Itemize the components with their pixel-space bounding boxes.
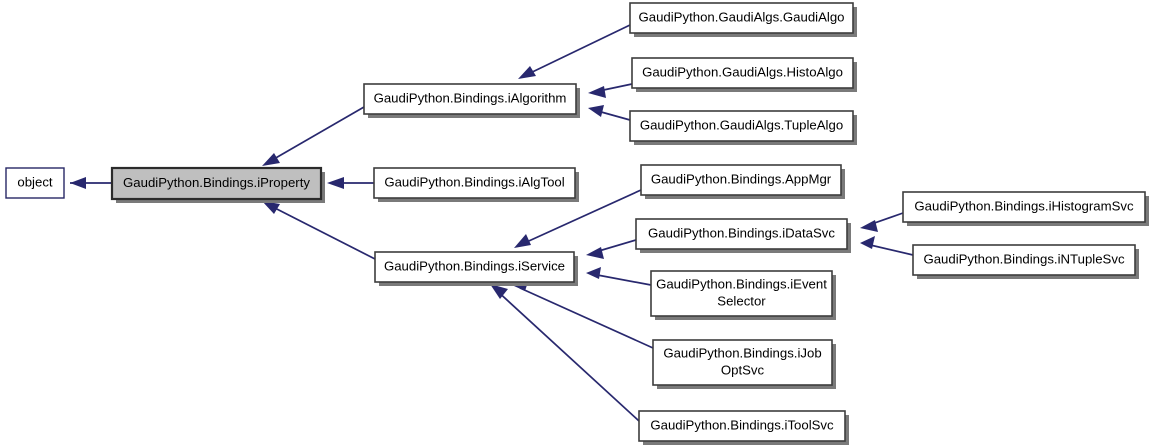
edge-AppMgr-to-iService (514, 189, 642, 248)
arrow-head-icon (860, 236, 875, 249)
class-node-HistoAlgo[interactable]: GaudiPython.GaudiAlgs.HistoAlgo (631, 57, 857, 92)
arrow-head-icon (518, 66, 536, 79)
arrow-head-icon (490, 284, 508, 299)
class-node-iService[interactable]: GaudiPython.Bindings.iService (374, 251, 578, 286)
arrow-head-icon (70, 177, 86, 189)
node-box[interactable] (631, 57, 854, 89)
class-node-iNTupleSvc[interactable]: GaudiPython.Bindings.iNTupleSvc (912, 244, 1139, 279)
edge-iEventSelector-to-iService (586, 267, 652, 286)
class-node-iHistogramSvc[interactable]: GaudiPython.Bindings.iHistogramSvc (902, 191, 1149, 226)
edge-HistoAlgo-to-iAlgorithm (588, 83, 633, 98)
node-box[interactable] (650, 270, 833, 317)
edge-iJobOptSvc-to-iService (514, 279, 654, 349)
edge-iHistogramSvc-to-iDataSvc (860, 212, 904, 232)
edge-line (591, 273, 652, 286)
class-node-iDataSvc[interactable]: GaudiPython.Bindings.iDataSvc (635, 218, 851, 253)
node-box[interactable] (373, 167, 576, 199)
arrow-head-icon (586, 267, 601, 279)
node-box[interactable] (5, 167, 65, 199)
edge-iProperty-to-object (70, 177, 112, 189)
node-box[interactable] (374, 251, 575, 283)
node-box[interactable] (635, 218, 848, 250)
arrow-head-icon (327, 177, 344, 189)
class-node-AppMgr[interactable]: GaudiPython.Bindings.AppMgr (640, 164, 845, 199)
edge-line (494, 288, 640, 422)
edge-GaudiAlgo-to-iAlgorithm (518, 24, 631, 79)
edge-iDataSvc-to-iService (586, 239, 637, 259)
class-node-iAlgTool[interactable]: GaudiPython.Bindings.iAlgTool (373, 167, 579, 202)
class-node-iToolSvc[interactable]: GaudiPython.Bindings.iToolSvc (638, 410, 849, 445)
edge-line (519, 287, 654, 349)
node-box[interactable] (363, 83, 577, 115)
arrow-head-icon (586, 247, 604, 259)
node-box[interactable] (110, 166, 323, 201)
arrow-head-icon (262, 153, 280, 166)
class-node-TupleAlgo[interactable]: GaudiPython.GaudiAlgs.TupleAlgo (629, 110, 857, 145)
arrow-head-icon (514, 234, 531, 248)
node-box[interactable] (629, 2, 854, 34)
class-node-object[interactable]: object (5, 167, 65, 199)
arrow-head-icon (588, 105, 604, 117)
node-box[interactable] (640, 164, 842, 196)
class-node-iAlgorithm[interactable]: GaudiPython.Bindings.iAlgorithm (363, 83, 580, 118)
node-box[interactable] (902, 191, 1146, 223)
class-node-GaudiAlgo[interactable]: GaudiPython.GaudiAlgs.GaudiAlgo (629, 2, 857, 37)
edge-iAlgTool-to-iProperty (327, 177, 374, 189)
edge-line (519, 189, 642, 246)
edge-line (523, 24, 631, 77)
edge-line (266, 106, 365, 164)
edge-iToolSvc-to-iService (490, 284, 640, 422)
edge-line (865, 243, 914, 256)
edge-TupleAlgo-to-iAlgorithm (588, 105, 631, 121)
class-node-iProperty[interactable]: GaudiPython.Bindings.iProperty (110, 166, 325, 203)
arrow-head-icon (262, 201, 280, 214)
edge-iNTupleSvc-to-iDataSvc (860, 236, 914, 256)
edge-iService-to-iProperty (262, 201, 376, 260)
arrow-head-icon (588, 86, 606, 98)
edge-line (266, 203, 376, 260)
node-box[interactable] (629, 110, 854, 142)
edges-layer (70, 24, 914, 422)
node-box[interactable] (912, 244, 1136, 276)
edge-iAlgorithm-to-iProperty (262, 106, 365, 166)
node-box[interactable] (638, 410, 846, 442)
arrow-head-icon (860, 220, 878, 232)
node-box[interactable] (652, 339, 833, 386)
